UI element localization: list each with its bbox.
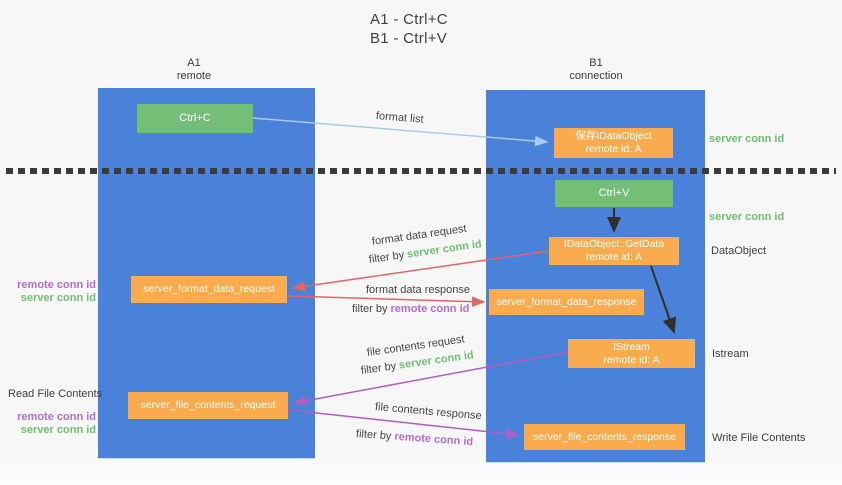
filter-by-text: filter by: [368, 248, 408, 266]
node-server-format-data-response: server_format_data_response: [489, 289, 644, 315]
label-server-conn-id-1: server conn id: [20, 292, 96, 304]
title-line-1: A1 - Ctrl+C: [370, 11, 448, 28]
lifeline-header-a1: A1 remote: [134, 57, 254, 83]
label-istream: Istream: [712, 348, 749, 360]
node-ctrl-c-label: Ctrl+C: [179, 112, 211, 124]
label-remote-conn-id-2: remote conn id: [17, 411, 96, 423]
edge-label-file-contents-response-text: file contents response: [374, 401, 483, 423]
node-save-idataobject-line2: remote id: A: [585, 143, 642, 155]
edge-label-format-data-response: format data response: [366, 284, 470, 296]
lifeline-a1-role: remote: [176, 70, 212, 82]
node-ctrl-c: Ctrl+C: [137, 104, 253, 133]
filter-remote-conn-id: remote conn id: [394, 430, 474, 449]
node-idataobject-getdata: IDataObject::GetData remote id: A: [549, 237, 679, 265]
lifeline-a1-name: A1: [187, 57, 201, 69]
arrow-format-data-response: [287, 295, 486, 307]
session-divider-line: [6, 168, 836, 174]
node-idataobject-getdata-line1: IDataObject::GetData: [563, 238, 665, 250]
diagram-title: A1 - Ctrl+C B1 - Ctrl+V: [370, 10, 448, 48]
node-save-idataobject-line1: 保存IDataObject: [575, 130, 652, 142]
node-server-file-contents-request-label: server_file_contents_request: [140, 399, 276, 411]
edge-label-file-contents-response: file contents response: [374, 401, 482, 422]
filter-by-text: filter by: [352, 303, 391, 315]
filter-remote-conn-id: remote conn id: [390, 303, 470, 315]
label-write-file-contents: Write File Contents: [712, 432, 806, 444]
node-server-format-data-request: server_format_data_request: [131, 276, 287, 303]
node-server-format-data-response-label: server_format_data_response: [496, 295, 637, 308]
label-dataobject: DataObject: [711, 245, 767, 257]
lifeline-header-b1: B1 connection: [536, 57, 656, 83]
node-ctrl-v-label: Ctrl+V: [598, 187, 630, 199]
node-istream-line1: IStream: [613, 340, 650, 353]
node-server-file-contents-request: server_file_contents_request: [128, 392, 288, 419]
node-idataobject-getdata-line2: remote id: A: [585, 251, 643, 263]
label-server-conn-id-mid: server conn id: [709, 211, 785, 223]
node-ctrl-v: Ctrl+V: [555, 180, 673, 207]
node-istream-line2: remote id: A: [603, 353, 660, 366]
edge-label-file-response-filter: filter by remote conn id: [356, 428, 474, 448]
edge-label-format-response-filter: filter by remote conn id: [352, 303, 469, 315]
label-remote-conn-id-1: remote conn id: [17, 279, 96, 291]
node-save-idataobject: 保存IDataObject remote id: A: [554, 128, 673, 158]
label-server-conn-id-2: server conn id: [20, 424, 96, 436]
lifeline-b1-name: B1: [589, 57, 603, 69]
node-server-file-contents-response-label: server_file_contents_response: [532, 430, 676, 443]
label-server-conn-id-top: server conn id: [709, 133, 785, 145]
node-server-file-contents-response: server_file_contents_response: [524, 424, 685, 450]
filter-by-text: filter by: [360, 359, 400, 377]
label-read-file-contents: Read File Contents: [8, 388, 103, 400]
edge-label-format-list-text: format list: [375, 110, 425, 126]
node-istream: IStream remote id: A: [568, 339, 695, 368]
node-server-format-data-request-label: server_format_data_request: [143, 283, 275, 295]
edge-label-format-data-response-text: format data response: [366, 284, 470, 296]
lifeline-b1-role: connection: [569, 70, 623, 82]
title-line-2: B1 - Ctrl+V: [370, 30, 448, 47]
filter-by-text: filter by: [355, 428, 395, 443]
edge-label-format-list: format list: [376, 110, 424, 126]
